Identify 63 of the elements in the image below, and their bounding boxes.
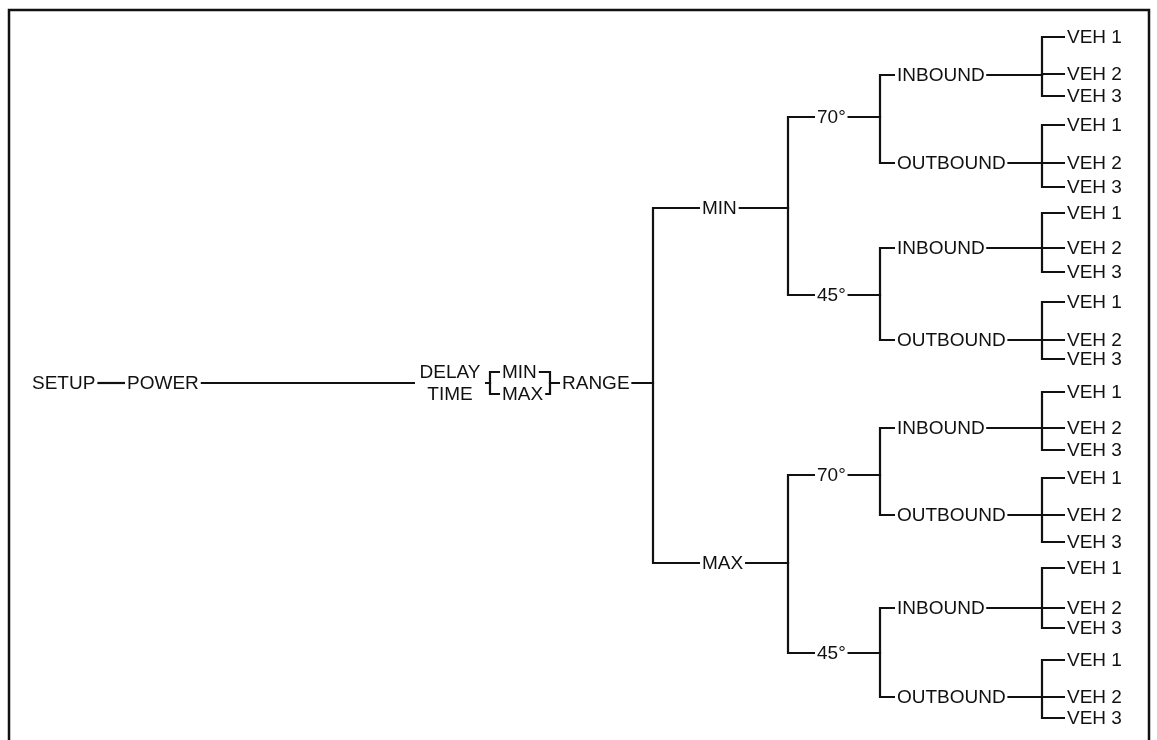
tree-label: MIN: [500, 361, 539, 383]
tree-label: INBOUND: [895, 597, 987, 619]
tree-connector: [986, 426, 1065, 452]
tree-label: INBOUND: [895, 237, 987, 259]
tree-label: VEH 1: [1065, 291, 1124, 313]
tree-label: VEH 2: [1065, 597, 1124, 619]
tree-label: INBOUND: [895, 64, 987, 86]
tree-label: MAX: [700, 552, 746, 574]
tree-label: VEH 3: [1065, 617, 1124, 639]
tree-label: VEH 3: [1065, 176, 1124, 198]
tree-connector: [1007, 695, 1065, 720]
tree-connector: [200, 381, 415, 385]
tree-label: VEH 2: [1065, 504, 1124, 526]
tree-connector: [97, 381, 125, 385]
tree-label: OUTBOUND: [895, 686, 1008, 708]
tree-label: VEH 2: [1065, 686, 1124, 708]
tree-label: OUTBOUND: [895, 504, 1008, 526]
tree-connector: [847, 293, 895, 342]
tree-label: 70°: [815, 464, 848, 486]
tree-label: MAX: [500, 383, 546, 405]
tree-label: VEH 1: [1065, 381, 1124, 403]
tree-connector: [847, 473, 895, 517]
tree-label: VEH 3: [1065, 531, 1124, 553]
tree-label: OUTBOUND: [895, 329, 1008, 351]
tree-label: VEH 2: [1065, 152, 1124, 174]
tree-label: DELAY TIME: [415, 361, 485, 405]
tree-connector: [847, 115, 895, 165]
tree-connector: [631, 381, 700, 565]
tree-connector: [738, 206, 815, 297]
tree-label: SETUP: [30, 372, 98, 394]
tree-label: VEH 3: [1065, 707, 1124, 729]
tree-connector: [485, 381, 500, 396]
tree-label: MIN: [700, 197, 739, 219]
tree-label: POWER: [125, 372, 201, 394]
tree-connector: [745, 561, 815, 655]
tree-label: VEH 1: [1065, 202, 1124, 224]
tree-connector: [986, 246, 1065, 274]
tree-label: VEH 2: [1065, 329, 1124, 351]
tree-label: VEH 3: [1065, 261, 1124, 283]
tree-connector: [1007, 338, 1065, 361]
tree-connector: [986, 606, 1065, 630]
tree-connector: [545, 381, 560, 396]
tree-connector: [1007, 161, 1065, 189]
tree-label: VEH 3: [1065, 348, 1124, 370]
tree-connector: [986, 73, 1065, 98]
tree-label: 45°: [815, 284, 848, 306]
tree-label: VEH 1: [1065, 114, 1124, 136]
tree-connector: [847, 651, 895, 699]
tree-label: RANGE: [560, 372, 632, 394]
tree-label: VEH 1: [1065, 649, 1124, 671]
tree-label: VEH 3: [1065, 439, 1124, 461]
tree-label: VEH 1: [1065, 557, 1124, 579]
tree-label: VEH 1: [1065, 26, 1124, 48]
tree-connector: [1007, 513, 1065, 544]
tree-label: VEH 1: [1065, 467, 1124, 489]
tree-label: VEH 3: [1065, 85, 1124, 107]
tree-label: 70°: [815, 106, 848, 128]
tree-label: VEH 2: [1065, 237, 1124, 259]
tree-label: VEH 2: [1065, 63, 1124, 85]
tree-label: INBOUND: [895, 417, 987, 439]
tree-label: OUTBOUND: [895, 152, 1008, 174]
tree-label: 45°: [815, 642, 848, 664]
tree-label: VEH 2: [1065, 417, 1124, 439]
